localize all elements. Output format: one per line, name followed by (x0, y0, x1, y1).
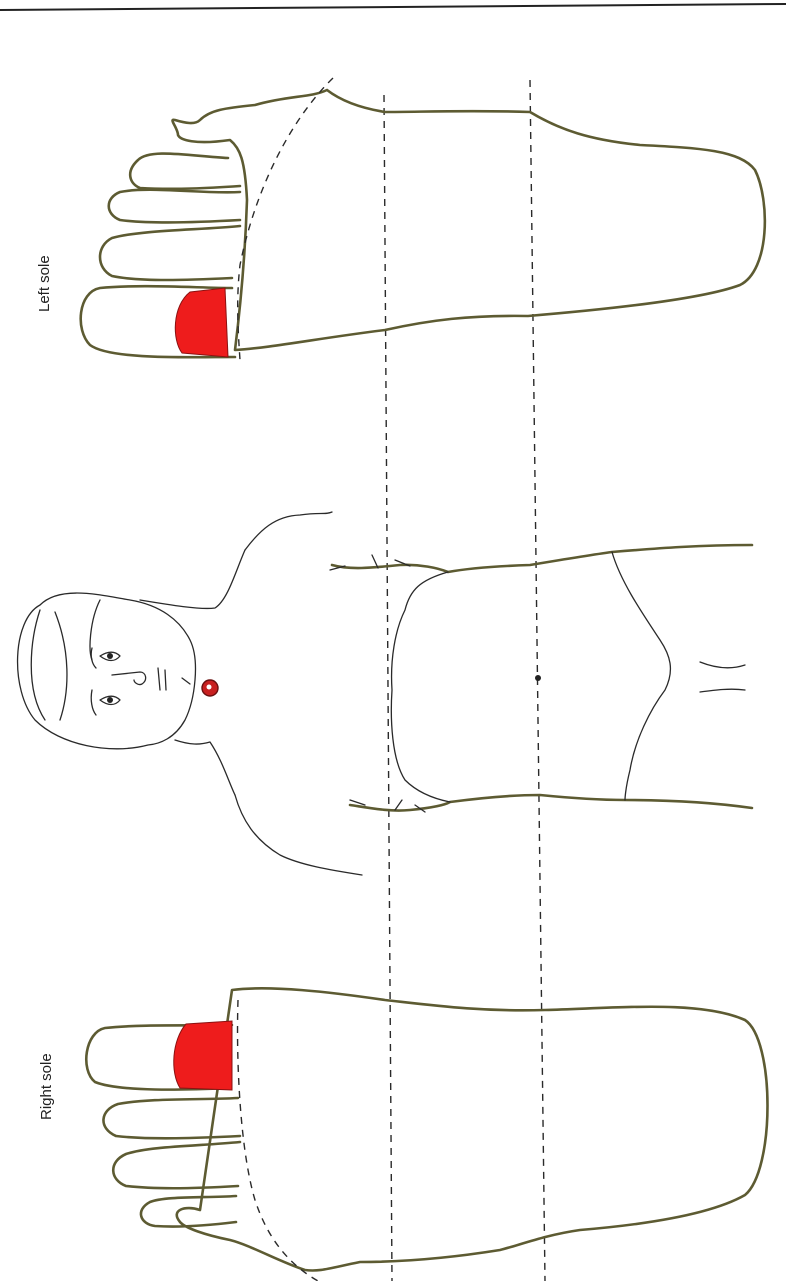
left-sole-toe-3 (100, 226, 240, 280)
right-sole-toe-3 (113, 1142, 240, 1188)
ribcage-line (391, 572, 450, 802)
right-sole-highlight (174, 1021, 232, 1090)
reference-line-upper (384, 95, 392, 1281)
left-sole-label: Left sole (36, 255, 53, 312)
arm-upper (245, 512, 332, 550)
arm-lower (235, 795, 362, 875)
torso-outline-lower (350, 795, 752, 811)
right-sole-label: Right sole (38, 1053, 55, 1120)
top-border-line (0, 4, 786, 10)
navel-point (535, 675, 541, 681)
brow-left (91, 690, 96, 715)
chin (182, 678, 190, 684)
left-sole-figure (81, 78, 765, 360)
human-figure (18, 512, 752, 875)
head-outline (18, 593, 196, 749)
right-sole-outline (177, 988, 768, 1270)
hip-tick (700, 662, 745, 692)
left-sole-toe-base-line (238, 78, 333, 360)
mouth (158, 668, 166, 690)
eye-left-pupil (107, 697, 113, 703)
left-sole-outline (173, 90, 765, 350)
left-sole-toe-5 (130, 154, 240, 189)
brow-right (91, 648, 96, 668)
right-sole-toe-5 (141, 1196, 236, 1227)
right-sole-figure (86, 988, 767, 1281)
left-sole-toe-4 (109, 190, 240, 223)
abdomen-line (612, 552, 670, 800)
throat-highlight-center (207, 685, 212, 690)
left-sole-highlight (175, 288, 228, 357)
nose (112, 672, 146, 685)
torso-outline (332, 545, 752, 572)
right-sole-toe-2 (103, 1098, 240, 1138)
neck-lower (175, 740, 235, 795)
hair-line (31, 600, 100, 720)
right-sole-toe-base-line (238, 1000, 318, 1281)
neck-upper (140, 550, 245, 608)
eye-right-pupil (107, 653, 113, 659)
